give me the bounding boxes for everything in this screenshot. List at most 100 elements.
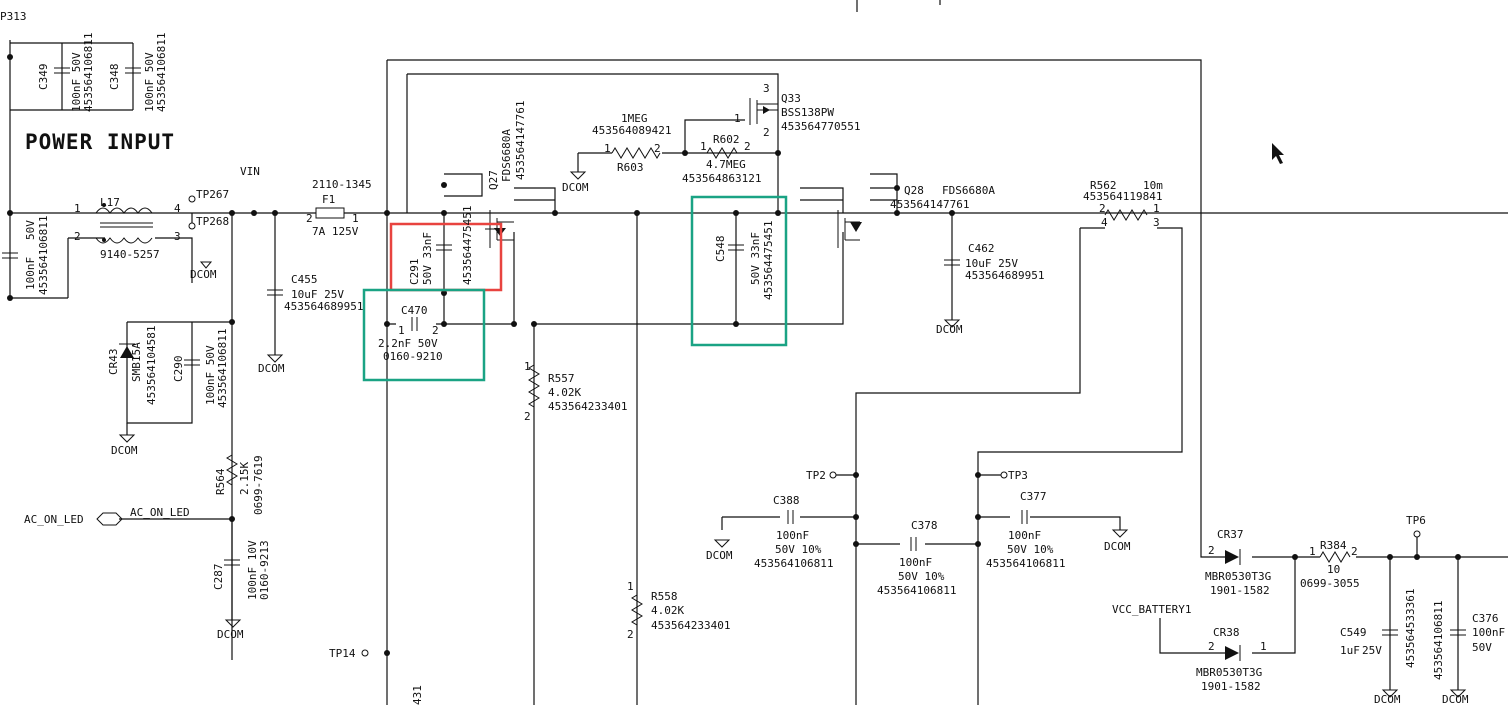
c455-part: 453564689951 — [284, 300, 363, 313]
tp14-label: TP14 — [329, 647, 356, 660]
svg-text:2: 2 — [654, 142, 661, 155]
svg-text:1: 1 — [604, 142, 611, 155]
r562-part: 453564119841 — [1083, 190, 1162, 203]
c-left-value2: 100nF — [24, 257, 37, 290]
svg-text:2: 2 — [524, 410, 531, 423]
c462-ref: C462 — [968, 242, 995, 255]
svg-text:3: 3 — [763, 82, 770, 95]
c376-ref: C376 — [1472, 612, 1499, 625]
svg-text:2: 2 — [627, 628, 634, 641]
c378-ref: C378 — [911, 519, 938, 532]
svg-text:4: 4 — [174, 202, 181, 215]
cr38-part: 1901-1582 — [1201, 680, 1261, 693]
partial-label: 431 — [411, 685, 424, 705]
section-title: POWER INPUT — [25, 130, 175, 154]
cr43-part: 453564104581 — [145, 326, 158, 405]
q33-value: BSS138PW — [781, 106, 834, 119]
c291-value: 50V 33nF — [421, 232, 434, 285]
svg-text:4: 4 — [1101, 216, 1108, 229]
svg-text:1: 1 — [74, 202, 81, 215]
cr37-value: MBR0530T3G — [1205, 570, 1271, 583]
c378-value: 100nF — [899, 556, 932, 569]
vin-label: VIN — [240, 165, 260, 178]
dcom-3: DCOM — [111, 444, 138, 457]
c548-ref: C548 — [714, 236, 727, 263]
svg-text:1: 1 — [352, 212, 359, 225]
q33-ref: Q33 — [781, 92, 801, 105]
r602-part: 453564863121 — [682, 172, 761, 185]
r603-value: 1MEG — [621, 112, 648, 125]
svg-text:1: 1 — [627, 580, 634, 593]
tp267-label: TP267 — [196, 188, 229, 201]
q33-part: 453564770551 — [781, 120, 860, 133]
dcom-5: DCOM — [562, 181, 589, 194]
c549-ref: C549 — [1340, 626, 1367, 639]
top-left-ref: P313 — [0, 10, 27, 23]
svg-text:1: 1 — [1153, 202, 1160, 215]
c290-part: 453564106811 — [216, 329, 229, 408]
c388-ref: C388 — [773, 494, 800, 507]
c549-value: 1uF — [1340, 644, 1360, 657]
dcom-10: DCOM — [1442, 693, 1469, 705]
dcom-2: DCOM — [258, 362, 285, 375]
svg-text:2: 2 — [763, 126, 770, 139]
svg-text:3: 3 — [1153, 216, 1160, 229]
svg-text:2: 2 — [1208, 544, 1215, 557]
c376-value: 100nF — [1472, 626, 1505, 639]
q27-ref: Q27 — [487, 170, 500, 190]
cr37-part: 1901-1582 — [1210, 584, 1270, 597]
dcom-4: DCOM — [217, 628, 244, 641]
q28-part: 453564147761 — [890, 198, 969, 211]
f1-rating: 7A 125V — [312, 225, 359, 238]
svg-text:1: 1 — [1260, 640, 1267, 653]
dcom-1: DCOM — [190, 268, 217, 281]
c549-part: 453564533361 — [1404, 589, 1417, 668]
vcc-battery-label: VCC_BATTERY1 — [1112, 603, 1191, 616]
c548-value: 50V 33nF — [749, 232, 762, 285]
c348-part: 453564106811 — [155, 33, 168, 112]
tp3-label: TP3 — [1008, 469, 1028, 482]
l17-part: 9140-5257 — [100, 248, 160, 261]
svg-text:2: 2 — [1351, 545, 1358, 558]
tp6-label: TP6 — [1406, 514, 1426, 527]
c376-value2: 50V — [1472, 641, 1492, 654]
svg-text:1: 1 — [398, 324, 405, 337]
c378-part: 453564106811 — [877, 584, 956, 597]
q28-ref: Q28 — [904, 184, 924, 197]
r384-part: 0699-3055 — [1300, 577, 1360, 590]
r557-part: 453564233401 — [548, 400, 627, 413]
c388-part: 453564106811 — [754, 557, 833, 570]
r558-part: 453564233401 — [651, 619, 730, 632]
c388-value2: 50V 10% — [775, 543, 822, 556]
r564-ref: R564 — [214, 468, 227, 495]
c349-part: 453564106811 — [82, 33, 95, 112]
c470-value: 2.2nF 50V — [378, 337, 438, 350]
dcom-9: DCOM — [1374, 693, 1401, 705]
svg-text:2: 2 — [1208, 640, 1215, 653]
r603-part: 453564089421 — [592, 124, 671, 137]
svg-text:1: 1 — [1309, 545, 1316, 558]
c348-value: 100nF 50V — [143, 52, 156, 112]
r384-value: 10 — [1327, 563, 1340, 576]
c-left-part: 453564106811 — [37, 216, 50, 295]
c287-part: 0160-9213 — [258, 540, 271, 600]
c470-ref: C470 — [401, 304, 428, 317]
f1-ref: F1 — [322, 193, 335, 206]
tp268-label: TP268 — [196, 215, 229, 228]
q27-part: 453564147761 — [514, 101, 527, 180]
c548-part: 453564475451 — [762, 221, 775, 300]
q28-value: FDS6680A — [942, 184, 995, 197]
r602-value: 4.7MEG — [706, 158, 746, 171]
c349-value: 100nF 50V — [70, 52, 83, 112]
c378-value2: 50V 10% — [898, 570, 945, 583]
c290-value: 100nF 50V — [204, 345, 217, 405]
r562-value: 10m — [1143, 179, 1163, 192]
svg-text:1: 1 — [734, 112, 741, 125]
c377-value: 100nF — [1008, 529, 1041, 542]
teal-highlight-box-left — [362, 288, 486, 382]
c349-ref: C349 — [37, 64, 50, 91]
c376-part: 453564106811 — [1432, 601, 1445, 680]
r384-ref: R384 — [1320, 539, 1347, 552]
c290-ref: C290 — [172, 356, 185, 383]
